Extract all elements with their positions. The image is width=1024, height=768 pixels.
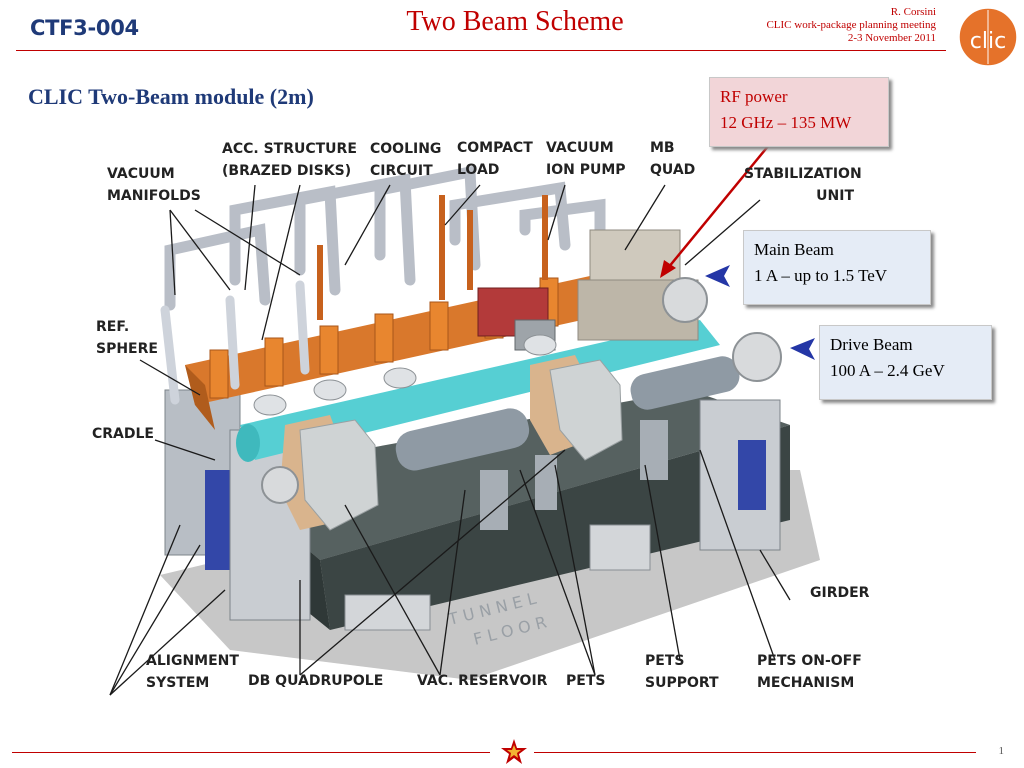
drive-beam-value: 100 A – 2.4 GeV [830,361,945,380]
db-quadrupole-2-yoke [549,359,623,461]
main-beam-callout: Main Beam 1 A – up to 1.5 TeV [743,230,931,305]
drive-beam-callout: Drive Beam 100 A – 2.4 GeV [819,325,992,400]
pets-structure-1 [395,408,530,471]
leader-lines [109,184,791,696]
cooling-pipes-copper [317,195,548,320]
footer-divider-left [12,752,490,753]
vacuum-manifold-tubes [160,280,310,405]
header-divider [16,50,946,51]
db-quadrupole-1-yoke [299,419,379,531]
girder-side [320,425,790,630]
star-icon [501,739,527,764]
ref-sphere-flange [261,466,299,504]
label-acc-structure: ACC. STRUCTURE(BRAZED DISKS) [222,141,357,179]
rf-power-callout: RF power 12 GHz – 135 MW [709,77,889,147]
drive-beam-pipe [240,320,720,460]
label-vac-reservoir: VAC. RESERVOIR [417,673,548,689]
meeting-name: CLIC work-package planning meeting [766,19,936,31]
header-meta: R. Corsini CLIC work-package planning me… [766,6,936,45]
main-beam-title: Main Beam [754,240,834,259]
drive-beam-pipe-end [236,424,260,462]
acc-structure-end [185,365,215,430]
label-db-quadrupole: DB QUADRUPOLE [248,673,384,689]
label-ref-sphere: REF.SPHERE [96,319,158,357]
pets-support-1 [480,470,508,530]
clic-logo: clic [958,7,1018,67]
drive-beam-flange [732,332,782,382]
cooling-circuit-tubes [164,165,606,311]
label-girder: GIRDER [810,585,870,601]
drive-beam-arrow [790,338,815,360]
structure-flanges [253,334,557,416]
slide-id: CTF3-004 [30,16,139,40]
label-cradle: CRADLE [92,426,154,442]
drive-beam-title: Drive Beam [830,335,913,354]
pets-support-2 [640,420,668,480]
footer-divider-right [534,752,976,753]
main-beam-flange [662,277,708,323]
section-subtitle: CLIC Two-Beam module (2m) [28,84,314,109]
pets-structure-2 [630,356,740,410]
main-beam-arrow [705,265,730,287]
main-beam-value: 1 A – up to 1.5 TeV [754,266,888,285]
author-name: R. Corsini [890,6,936,18]
page-title: Two Beam Scheme [406,6,624,37]
label-pets: PETS [566,673,606,689]
rf-power-value: 12 GHz – 135 MW [720,113,852,132]
meeting-date: 2-3 November 2011 [847,32,936,44]
alignment-actuator-right [738,440,766,510]
rf-power-title: RF power [720,87,788,106]
rf-power-arrowhead [660,260,676,278]
page-number: 1 [998,745,1005,757]
pets-support-3 [535,455,557,510]
logo-text: clic [970,29,1006,54]
girder-foot-2 [589,524,651,571]
